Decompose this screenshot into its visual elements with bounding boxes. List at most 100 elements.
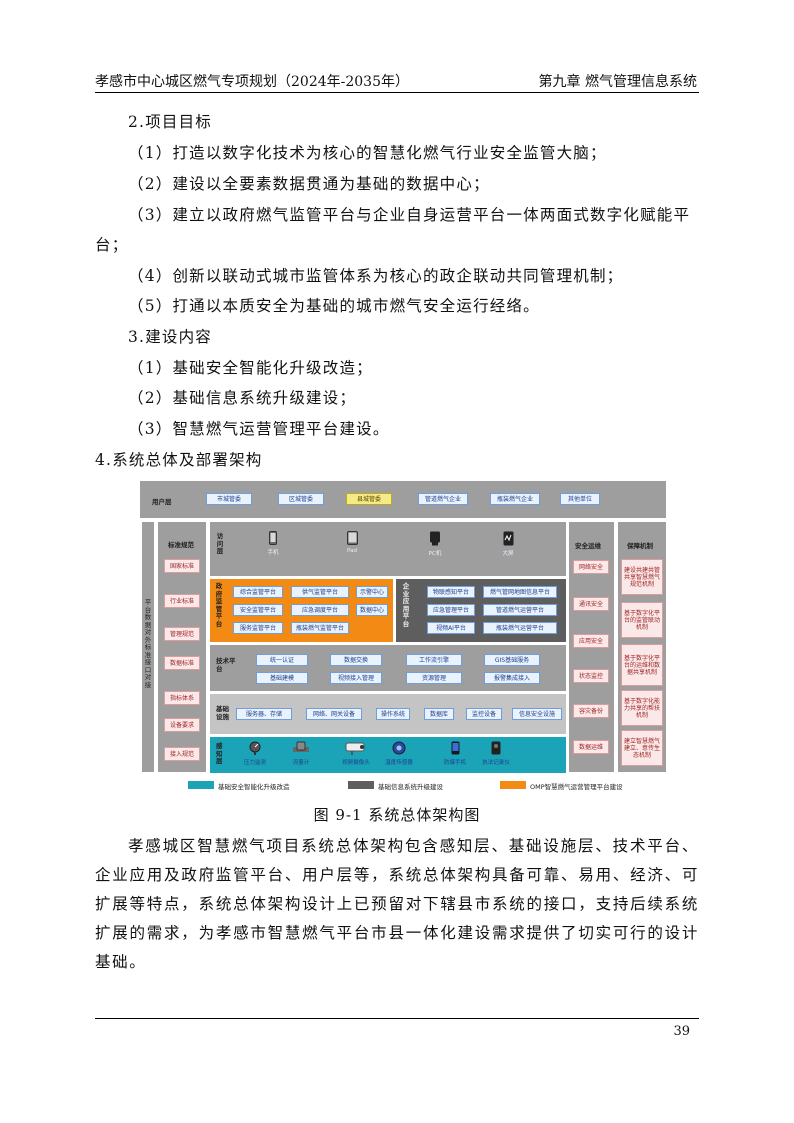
pressure-gauge-icon xyxy=(249,741,261,755)
standards-title: 标准规范 xyxy=(168,541,194,549)
guarantee-item: 建立智慧燃气建立、意传生态机制 xyxy=(621,730,663,766)
user-item: 县城管委 xyxy=(346,493,392,505)
infra-item: 操作系统 xyxy=(376,708,410,720)
page-number: 39 xyxy=(673,1024,690,1039)
tech-platform xyxy=(210,645,566,691)
access-layer xyxy=(210,522,566,576)
user-item: 管道燃气企业 xyxy=(418,493,468,505)
security-item: 网络安全 xyxy=(573,560,609,574)
guarantee-item: 基于数字化能力共享的帮扶机制 xyxy=(621,690,663,726)
standard-item: 接入规范 xyxy=(164,747,200,761)
header-chapter: 第九章 燃气管理信息系统 xyxy=(538,74,697,90)
enterprise-item: 应急管理平台 xyxy=(427,604,475,616)
body-camera-icon xyxy=(491,741,501,755)
pc-icon xyxy=(430,531,440,546)
enterprise-item: 视频AI平台 xyxy=(427,622,475,634)
sensing-layer xyxy=(210,737,566,773)
sensor-flow: 流量计 xyxy=(282,741,320,766)
gov-platform-label: 政府监管平台 xyxy=(215,582,223,628)
sensor-pressure: 压力监测 xyxy=(236,741,274,766)
tech-item: 视频接入管理 xyxy=(330,672,382,684)
tech-item: 基础建模 xyxy=(256,672,308,684)
user-item: 瓶装燃气企业 xyxy=(490,493,540,505)
big-screen-icon xyxy=(503,531,513,546)
tech-item: 资源管理 xyxy=(406,672,462,684)
sensor-label: 视频摄像头 xyxy=(342,760,370,766)
header-title: 孝感市中心城区燃气专项规划（2024年-2035年） xyxy=(95,74,409,90)
tech-item: GIS基础服务 xyxy=(484,654,540,666)
tech-item: 报警集成接入 xyxy=(484,672,540,684)
enterprise-item: 物联感知平台 xyxy=(427,586,475,598)
enterprise-item: 瓶装燃气运营平台 xyxy=(483,622,557,634)
user-item: 区城管委 xyxy=(278,493,324,505)
tech-item: 统一认证 xyxy=(256,654,308,666)
gov-item: 服务监管平台 xyxy=(233,622,283,634)
standard-item: 行业标准 xyxy=(164,594,200,608)
sensor-temperature: 温度传感器 xyxy=(380,741,418,766)
device-label: PC机 xyxy=(428,551,442,557)
goal-item: （5）打通以本质安全为基础的城市燃气安全运行经络。 xyxy=(128,297,540,315)
body-paragraph: 孝感城区智慧燃气项目系统总体架构包含感知层、基础设施层、技术平台、企业应用及政府… xyxy=(95,837,699,971)
phone-icon xyxy=(269,531,277,545)
content-heading: 3.建设内容 xyxy=(128,328,212,346)
tablet-icon xyxy=(346,531,358,545)
device-phone: 手机 xyxy=(254,531,292,556)
tech-item: 工作流引擎 xyxy=(406,654,462,666)
sensor-camera: 视频摄像头 xyxy=(337,741,375,766)
sensing-label: 感知层 xyxy=(216,742,223,765)
device-pad: Pad xyxy=(333,531,371,554)
sensor-recorder: 执法记录仪 xyxy=(477,741,515,766)
legend-label: 基础信息系统升级建设 xyxy=(378,783,443,791)
sensor-label: 流量计 xyxy=(292,760,310,766)
security-item: 容灾备份 xyxy=(573,704,609,718)
infrastructure-label: 基础设施 xyxy=(216,705,229,721)
device-label: 大屏 xyxy=(502,551,514,557)
gov-item: 瓶装燃气监管平台 xyxy=(291,622,349,634)
arch-heading: 4.系统总体及部署架构 xyxy=(95,451,263,469)
architecture-diagram: 用户层 市城管委 区城管委 县城管委 管道燃气企业 瓶装燃气企业 其他单位 平台… xyxy=(140,481,666,796)
interface-label: 平台数据对外标准接口对接 xyxy=(144,598,152,689)
enterprise-platform-label: 企业应用平台 xyxy=(402,582,410,628)
footer-rule xyxy=(95,1018,699,1019)
user-layer-label: 用户层 xyxy=(152,498,172,506)
goal-item: （1）打造以数字化技术为核心的智慧化燃气行业安全监管大脑； xyxy=(128,144,607,162)
standard-item: 管理规范 xyxy=(164,627,200,641)
standard-item: 数据标准 xyxy=(164,656,200,670)
infra-item: 监控设备 xyxy=(466,708,502,720)
infra-item: 信息安全设施 xyxy=(512,708,562,720)
security-item: 数据运维 xyxy=(573,740,609,754)
enterprise-item: 管道燃气运营平台 xyxy=(483,604,557,616)
gov-item: 示警中心 xyxy=(356,586,388,598)
explosion-proof-phone-icon xyxy=(451,741,459,755)
header-rule xyxy=(95,92,699,93)
guarantee-item: 建设共建共管共享智慧燃气规范机制 xyxy=(621,559,663,595)
temperature-sensor-icon xyxy=(392,741,406,755)
gov-item: 供气监管平台 xyxy=(291,586,349,598)
infra-item: 网络、网关设备 xyxy=(306,708,362,720)
figure-caption: 图 9-1 系统总体架构图 xyxy=(313,806,481,824)
sensor-label: 温度传感器 xyxy=(385,760,413,766)
goal-item: （2）建设以全要素数据贯通为基础的数据中心； xyxy=(128,175,490,193)
legend-swatch-teal xyxy=(188,781,214,789)
access-label: 访问层 xyxy=(216,532,224,555)
tech-platform-label: 技术平台 xyxy=(216,657,236,673)
device-label: Pad xyxy=(347,548,357,554)
camera-icon xyxy=(345,742,365,755)
flow-meter-icon xyxy=(293,741,309,752)
guarantee-title: 保障机制 xyxy=(627,542,653,550)
interface-bar xyxy=(142,522,154,772)
enterprise-item: 燃气管网地图信息平台 xyxy=(483,586,557,598)
device-pc: PC机 xyxy=(416,531,454,557)
content-item: （2）基础信息系统升级建设； xyxy=(128,389,357,407)
sensor-label: 压力监测 xyxy=(243,760,266,766)
sensor-label: 执法记录仪 xyxy=(482,760,510,766)
security-item: 应用安全 xyxy=(573,634,609,648)
legend-swatch-orange xyxy=(500,781,526,789)
standard-item: 指标体系 xyxy=(164,691,200,705)
gov-item: 应急调度平台 xyxy=(291,604,349,616)
device-label: 手机 xyxy=(267,550,279,556)
goal-item: （3）建立以政府燃气监管平台与企业自身运营平台一体两面式数字化赋能平 xyxy=(128,206,691,224)
device-screen: 大屏 xyxy=(489,531,527,557)
sensor-phone: 防爆手机 xyxy=(436,741,474,766)
standard-item: 国家标准 xyxy=(164,559,200,573)
